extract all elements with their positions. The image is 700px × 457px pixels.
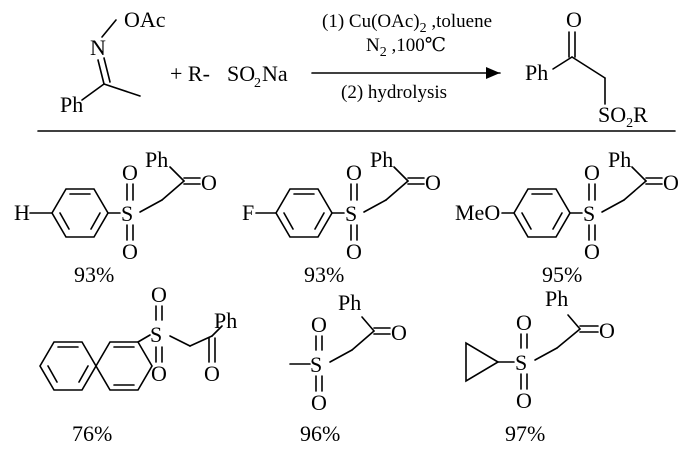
example-2-co-ph	[393, 166, 409, 182]
example-3-co-ph	[631, 166, 647, 182]
example-4-ring-right	[95, 341, 153, 391]
example-1-s-ch2	[139, 199, 163, 213]
example-6-ph: Ph	[545, 286, 568, 311]
example-1-co-ph	[169, 166, 185, 182]
example-6-s: S	[515, 350, 527, 375]
example-1-o-top: O	[122, 160, 138, 185]
example-4-s-ch2	[169, 335, 191, 347]
example-2-s: S	[345, 201, 357, 226]
example-2-ch2-co	[385, 180, 409, 201]
example-4-db2	[47, 365, 58, 383]
yield-2: 93%	[304, 262, 344, 287]
product-sulfonyl: SO2R	[598, 102, 648, 131]
example-4-o-carbonyl: O	[204, 361, 220, 386]
product-c-ph-bond	[552, 56, 573, 70]
example-1-ph: Ph	[145, 147, 168, 172]
na-label: Na	[262, 61, 288, 86]
condition-step1: (1) Cu(OAc)2 ,toluene	[322, 11, 492, 36]
reactant-oxime-acetate: OAc N Ph	[60, 7, 166, 117]
product-c-ch2-bond	[571, 56, 606, 79]
example-3-o-carbonyl: O	[663, 170, 679, 195]
condition-step1-atmosphere: N2 ,100℃	[366, 35, 446, 60]
example-3-o-bottom: O	[584, 239, 600, 264]
example-6-s-ch2	[534, 347, 558, 361]
example-4-c-s-bond	[137, 334, 151, 343]
example-5-o-top: O	[311, 312, 327, 337]
example-1-o-carbonyl: O	[201, 170, 217, 195]
example-4-o-bottom: O	[151, 361, 167, 386]
example-3-s-ch2	[601, 199, 625, 213]
example-1-o-bottom: O	[122, 239, 138, 264]
example-4-s: S	[150, 322, 162, 347]
example-naphthyl-sulfone: S O O Ph O 76%	[39, 282, 237, 446]
yield-1: 93%	[74, 262, 114, 287]
c-ph-bond	[81, 83, 105, 101]
example-1-s: S	[121, 201, 133, 226]
example-cyclopropyl-sulfone: S O O Ph O 97%	[465, 286, 615, 446]
example-5-s-ch2	[329, 349, 353, 363]
yield-4: 76%	[72, 421, 112, 446]
plus-r-label: + R-	[170, 61, 210, 86]
example-4-db3	[78, 365, 89, 383]
example-phenyl-sulfone: H S O O Ph O 93%	[14, 147, 217, 287]
example-3-meo: MeO	[455, 200, 500, 225]
reaction-conditions: (1) Cu(OAc)2 ,toluene N2 ,100℃ (2) hydro…	[311, 11, 501, 103]
example-1-ring-db2	[90, 212, 101, 230]
example-2-ring-db2	[314, 212, 325, 230]
yield-3: 95%	[542, 262, 582, 287]
condition-step2: (2) hydrolysis	[341, 82, 447, 103]
c-n-double-bond-a	[97, 59, 105, 85]
yield-6: 97%	[505, 421, 545, 446]
nitrogen-label: N	[90, 35, 106, 60]
example-5-ph: Ph	[338, 290, 361, 315]
example-5-o-bottom: O	[311, 390, 327, 415]
example-5-co-ph	[361, 316, 375, 332]
product-beta-ketosulfone: O Ph SO2R	[525, 7, 648, 131]
arrow-head	[486, 67, 500, 79]
example-3-ch2-co	[623, 180, 647, 201]
example-6-ch2-co	[556, 328, 581, 349]
example-6-co-ph	[567, 314, 581, 330]
example-6-o-carbonyl: O	[599, 318, 615, 343]
so-label: SO	[227, 61, 255, 86]
so-subscript: 2	[254, 76, 261, 91]
example-5-s: S	[310, 352, 322, 377]
example-1-ch2-co	[161, 180, 185, 201]
example-2-s-ch2	[363, 199, 387, 213]
example-2-o-top: O	[346, 160, 362, 185]
example-6-o-top: O	[516, 310, 532, 335]
example-3-s: S	[583, 201, 595, 226]
o-n-bond	[101, 19, 117, 38]
example-4-co-ph	[211, 325, 223, 337]
example-4-o-top: O	[151, 282, 167, 307]
yield-5: 96%	[300, 421, 340, 446]
example-1-ring-db3	[59, 212, 70, 230]
example-2-o-carbonyl: O	[425, 170, 441, 195]
product-carbonyl-o: O	[566, 7, 582, 32]
example-2-f: F	[242, 200, 254, 225]
example-2-ph: Ph	[370, 147, 393, 172]
example-2-ring-db3	[283, 212, 294, 230]
oac-label: OAc	[124, 7, 166, 32]
example-3-ph: Ph	[608, 147, 631, 172]
example-methyl-sulfone: S O O Ph O 96%	[289, 290, 407, 446]
example-3-o-top: O	[584, 160, 600, 185]
example-4-ph: Ph	[214, 308, 237, 333]
example-1-h: H	[14, 200, 30, 225]
example-6-cyclopropane	[465, 341, 500, 383]
example-5-ch2-co	[351, 330, 375, 351]
phenyl-label: Ph	[60, 92, 83, 117]
example-6-o-bottom: O	[516, 388, 532, 413]
c-n-double-bond-b	[103, 57, 111, 83]
example-methoxyphenyl-sulfone: MeO S O O Ph O 95%	[455, 147, 679, 287]
example-3-ring-db3	[521, 212, 532, 230]
reagent-sulfinate: + R- SO 2 Na	[170, 61, 288, 91]
c-methyl-bond	[103, 83, 141, 97]
example-fluorophenyl-sulfone: F S O O Ph O 93%	[242, 147, 441, 287]
example-3-ring-db2	[552, 212, 563, 230]
example-2-o-bottom: O	[346, 239, 362, 264]
example-5-o-carbonyl: O	[391, 320, 407, 345]
product-phenyl: Ph	[525, 60, 548, 85]
